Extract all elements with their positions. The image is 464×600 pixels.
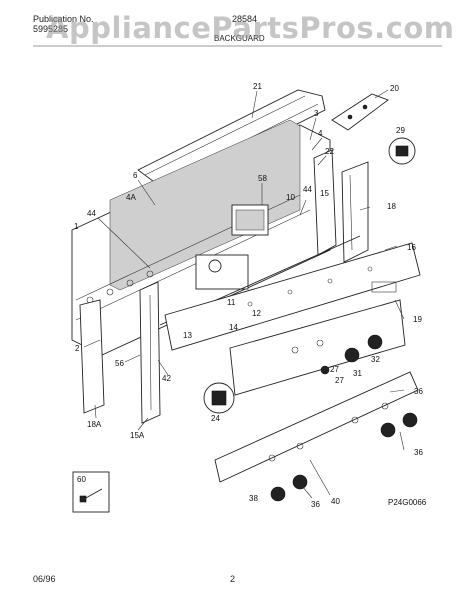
- internal-components: [159, 204, 361, 326]
- callout-10: 10: [286, 193, 295, 202]
- part-29-clip: [388, 137, 416, 165]
- callout-42: 42: [162, 374, 171, 383]
- callout-15a: 15A: [130, 431, 145, 440]
- knob-panel: [229, 299, 406, 396]
- callout-6: 6: [133, 171, 138, 180]
- callout-15: 15: [320, 189, 329, 198]
- callout-31: 31: [353, 369, 362, 378]
- callout-16: 16: [407, 243, 416, 252]
- callout-1: 1: [74, 222, 79, 231]
- part-18a-side-trim: [79, 299, 105, 414]
- part-40-lower-trim: [214, 371, 419, 502]
- callout-12: 12: [252, 309, 261, 318]
- part-1-backguard-panel: [71, 119, 331, 356]
- callout-58: 58: [258, 174, 267, 183]
- leader-lines: [83, 89, 405, 499]
- callout-44-upper: 44: [303, 185, 312, 194]
- callout-3: 3: [314, 109, 319, 118]
- callout-27-lower: 27: [335, 376, 344, 385]
- callout-29: 29: [396, 126, 405, 135]
- callout-18: 18: [387, 202, 396, 211]
- watermark: AppliancePartsPros.com: [46, 11, 455, 45]
- callout-40: 40: [331, 497, 340, 506]
- part-60-screw: [72, 471, 110, 513]
- callout-36-right: 36: [414, 387, 423, 396]
- callout-11: 11: [227, 298, 236, 307]
- callout-27-upper: 27: [330, 365, 339, 374]
- part-18-end-cap: [341, 161, 369, 263]
- part-19-control-panel: [164, 242, 421, 351]
- footer-page: 2: [230, 574, 236, 584]
- callout-14: 14: [229, 323, 238, 332]
- callout-18a: 18A: [87, 420, 102, 429]
- callout-38: 38: [249, 494, 258, 503]
- callout-19: 19: [413, 315, 422, 324]
- callout-24: 24: [211, 414, 220, 423]
- callout-2: 2: [75, 344, 80, 353]
- callout-36-mid: 36: [414, 448, 423, 457]
- callout-56: 56: [115, 359, 124, 368]
- callout-36-lower: 36: [311, 500, 320, 509]
- callout-21: 21: [253, 82, 262, 91]
- publication-number: 5995285: [33, 24, 69, 34]
- model-number: 28584: [232, 14, 258, 24]
- callout-32: 32: [371, 355, 380, 364]
- part-24-switch: [203, 382, 235, 414]
- publication-label: Publication No.: [33, 14, 94, 24]
- callout-labels: 21 20 3 4 29 22 6 58 4A 44 10 15 18 44 1…: [74, 82, 427, 509]
- callout-4a: 4A: [126, 193, 136, 202]
- section-title: BACKGUARD: [214, 34, 265, 43]
- part-15a-side-bracket: [139, 281, 161, 424]
- callout-4: 4: [318, 129, 323, 138]
- callout-60: 60: [77, 475, 86, 484]
- diagram-code: P24G0066: [388, 498, 427, 507]
- part-22-end-cap: [313, 149, 337, 256]
- callout-13: 13: [183, 331, 192, 340]
- callout-44-left: 44: [87, 209, 96, 218]
- callout-20: 20: [390, 84, 399, 93]
- part-20-bracket: [331, 93, 389, 131]
- callout-22: 22: [325, 147, 334, 156]
- footer-date: 06/96: [33, 574, 56, 584]
